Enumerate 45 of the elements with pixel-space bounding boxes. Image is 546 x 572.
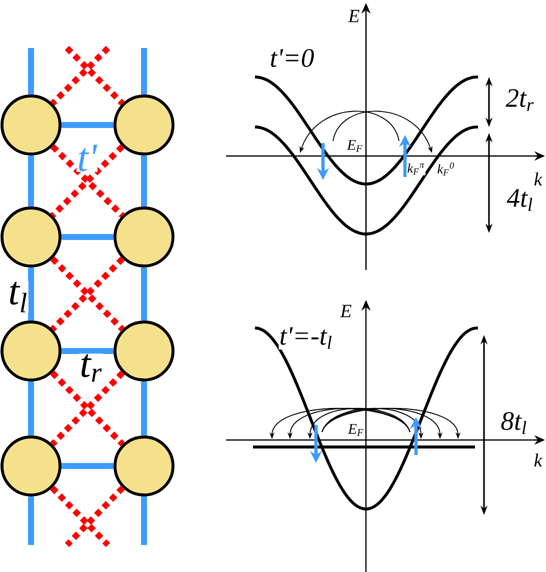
axis-label: k (533, 452, 543, 468)
site-circle (114, 94, 174, 156)
fermi-level-label: E$_{F}$ (347, 423, 365, 437)
hopping-label: t' (76, 144, 98, 172)
site-circle (114, 206, 174, 268)
hopping-line (28, 267, 34, 321)
hopping-line (50, 46, 110, 106)
hopping-line (141, 48, 147, 95)
axis-label: k (533, 172, 543, 186)
hopping-line (61, 122, 114, 128)
fermi-momentum-label: k$_{F}$π (406, 162, 426, 176)
crossed-hopping-lines (50, 370, 125, 446)
hopping-line (61, 348, 114, 354)
axis-label: E (348, 9, 360, 23)
site-circle (114, 320, 174, 382)
site-circle (0, 436, 62, 496)
hopping-line (28, 48, 34, 95)
site-circle (114, 436, 174, 496)
site-circle (0, 94, 62, 156)
hopping-line (64, 46, 125, 106)
hopping-line (50, 486, 110, 548)
hopping-line (141, 267, 147, 321)
fermi-level-label: E$_{F}$ (346, 139, 364, 153)
axis-label: E (340, 304, 352, 318)
hopping-line (64, 486, 125, 548)
hopping-line (28, 155, 34, 207)
site-circle (0, 206, 62, 268)
hopping-line (61, 463, 114, 469)
panel-label: t'=0 (269, 48, 315, 68)
hopping-label: t$_{r}$ (79, 354, 103, 382)
crossed-hopping-lines (50, 256, 125, 332)
dimension-label: 4t$_{l}$ (506, 188, 534, 212)
hopping-line (141, 155, 147, 207)
hopping-line (141, 381, 147, 436)
crossed-hopping-lines (50, 144, 124, 218)
dimension-label: 8t$_{l}$ (500, 411, 528, 435)
hopping-line (28, 381, 34, 436)
hopping-line (141, 496, 147, 545)
fermi-momentum-label: k$_{F}$0 (436, 162, 456, 176)
dimension-label: 2t$_{r}$ (504, 88, 535, 112)
hopping-label: t$_{l}$ (8, 281, 28, 313)
site-circle (0, 320, 62, 382)
hopping-line (28, 496, 34, 545)
hopping-line (61, 234, 114, 240)
panel-label: t'=-t$_{l}$ (278, 326, 334, 350)
